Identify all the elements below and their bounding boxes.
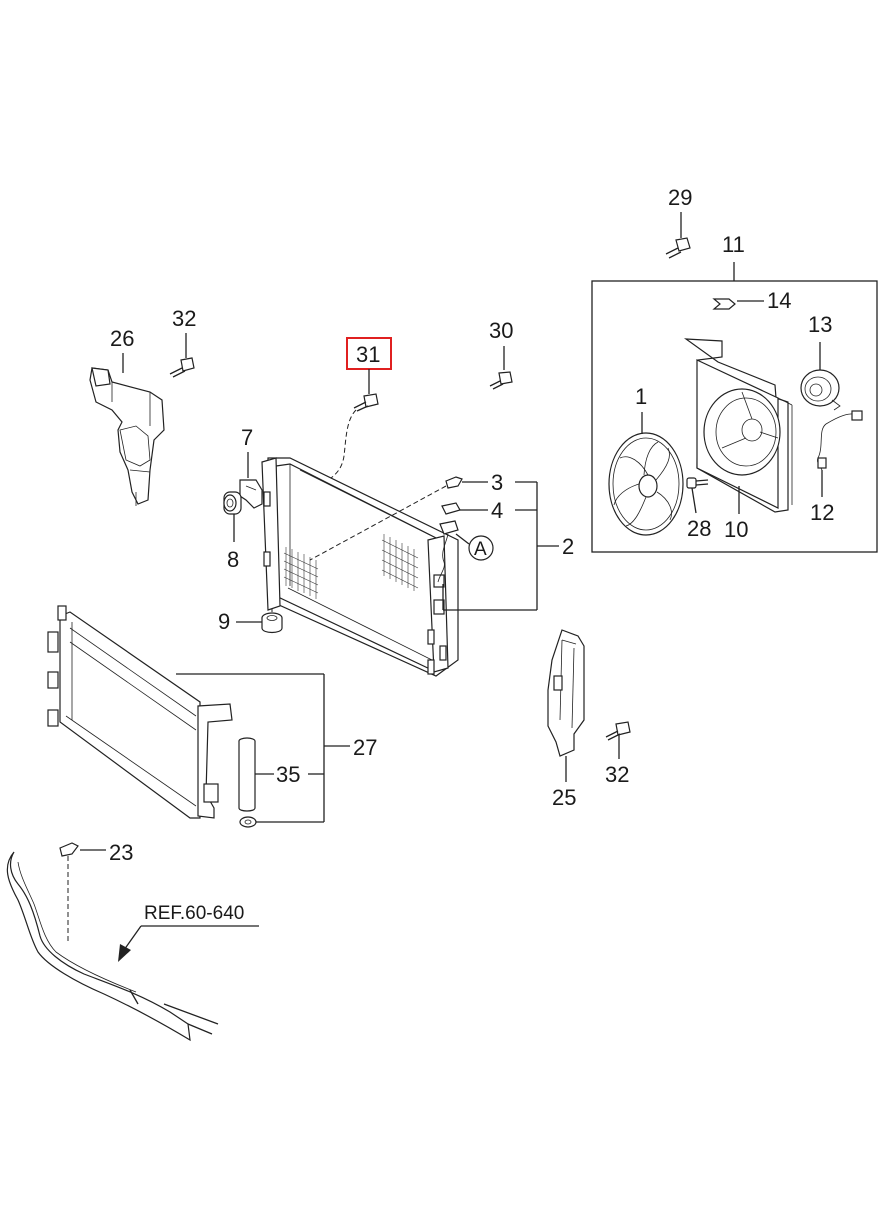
callout-12[interactable]: 12 bbox=[810, 500, 834, 525]
callout-2[interactable]: 2 bbox=[562, 534, 574, 559]
part-3-drain-plug[interactable]: 3 bbox=[309, 470, 537, 561]
part-32-bolt-left[interactable]: 32 bbox=[169, 306, 196, 378]
part-28-bolt[interactable]: 28 bbox=[686, 477, 711, 541]
part-2-radiator[interactable]: 2 bbox=[261, 457, 574, 677]
callout-11[interactable]: 11 bbox=[722, 232, 745, 257]
part-8-insulator[interactable]: 8 bbox=[223, 491, 242, 572]
part-4-seal[interactable]: 4 bbox=[441, 498, 537, 523]
callout-31[interactable]: 31 bbox=[356, 342, 380, 367]
part-25-air-guard[interactable]: 25 bbox=[547, 629, 585, 810]
part-7-mount-bracket[interactable]: 7 bbox=[239, 425, 263, 509]
part-29-bolt[interactable]: 29 bbox=[665, 185, 692, 259]
callout-4[interactable]: 4 bbox=[491, 498, 503, 523]
part-27-condenser[interactable]: 27 bbox=[47, 605, 377, 822]
part-26-bracket[interactable]: 26 bbox=[89, 326, 165, 506]
radiator-core-hatch-left bbox=[283, 547, 319, 599]
callout-26[interactable]: 26 bbox=[110, 326, 134, 351]
callout-8[interactable]: 8 bbox=[227, 547, 239, 572]
callout-30[interactable]: 30 bbox=[489, 318, 513, 343]
callout-3[interactable]: 3 bbox=[491, 470, 503, 495]
callout-32-left[interactable]: 32 bbox=[172, 306, 196, 331]
part-12-wiring-harness[interactable]: 12 bbox=[810, 410, 863, 525]
part-13-fan-motor[interactable]: 13 bbox=[800, 312, 841, 411]
callout-29[interactable]: 29 bbox=[668, 185, 692, 210]
reference-callout[interactable]: REF.60-640 bbox=[118, 903, 259, 962]
callout-10[interactable]: 10 bbox=[724, 517, 748, 542]
callout-27[interactable]: 27 bbox=[353, 735, 377, 760]
part-23-bumper-reference[interactable]: 23 bbox=[6, 840, 219, 1042]
callout-35[interactable]: 35 bbox=[276, 762, 300, 787]
part-9-lower-insulator[interactable]: 9 bbox=[218, 590, 283, 634]
part-14-label-tag[interactable]: 14 bbox=[712, 288, 791, 313]
part-31-bolt[interactable]: 31 bbox=[326, 337, 392, 482]
callout-13[interactable]: 13 bbox=[808, 312, 832, 337]
callout-28[interactable]: 28 bbox=[687, 516, 711, 541]
callout-25[interactable]: 25 bbox=[552, 785, 576, 810]
callout-1[interactable]: 1 bbox=[635, 384, 647, 409]
part-30-bolt[interactable]: 30 bbox=[489, 318, 513, 390]
part-1-fan-blade[interactable]: 1 bbox=[608, 384, 684, 536]
callout-9[interactable]: 9 bbox=[218, 609, 230, 634]
callout-32-right[interactable]: 32 bbox=[605, 762, 629, 787]
radiator-core-hatch-right bbox=[381, 534, 419, 591]
part-32-bolt-right[interactable]: 32 bbox=[605, 721, 631, 787]
fan-shroud-group: 11 14 10 bbox=[591, 232, 878, 553]
reference-label[interactable]: REF.60-640 bbox=[144, 903, 244, 924]
callout-7[interactable]: 7 bbox=[241, 425, 253, 450]
marker-a[interactable]: A bbox=[437, 520, 494, 583]
marker-a-label: A bbox=[474, 539, 487, 560]
callout-14[interactable]: 14 bbox=[767, 288, 791, 313]
part-35-receiver-drier[interactable]: 35 bbox=[238, 737, 324, 828]
callout-23[interactable]: 23 bbox=[109, 840, 133, 865]
part-10-fan-shroud[interactable]: 10 bbox=[683, 338, 793, 542]
reference-arrowhead bbox=[118, 944, 131, 962]
